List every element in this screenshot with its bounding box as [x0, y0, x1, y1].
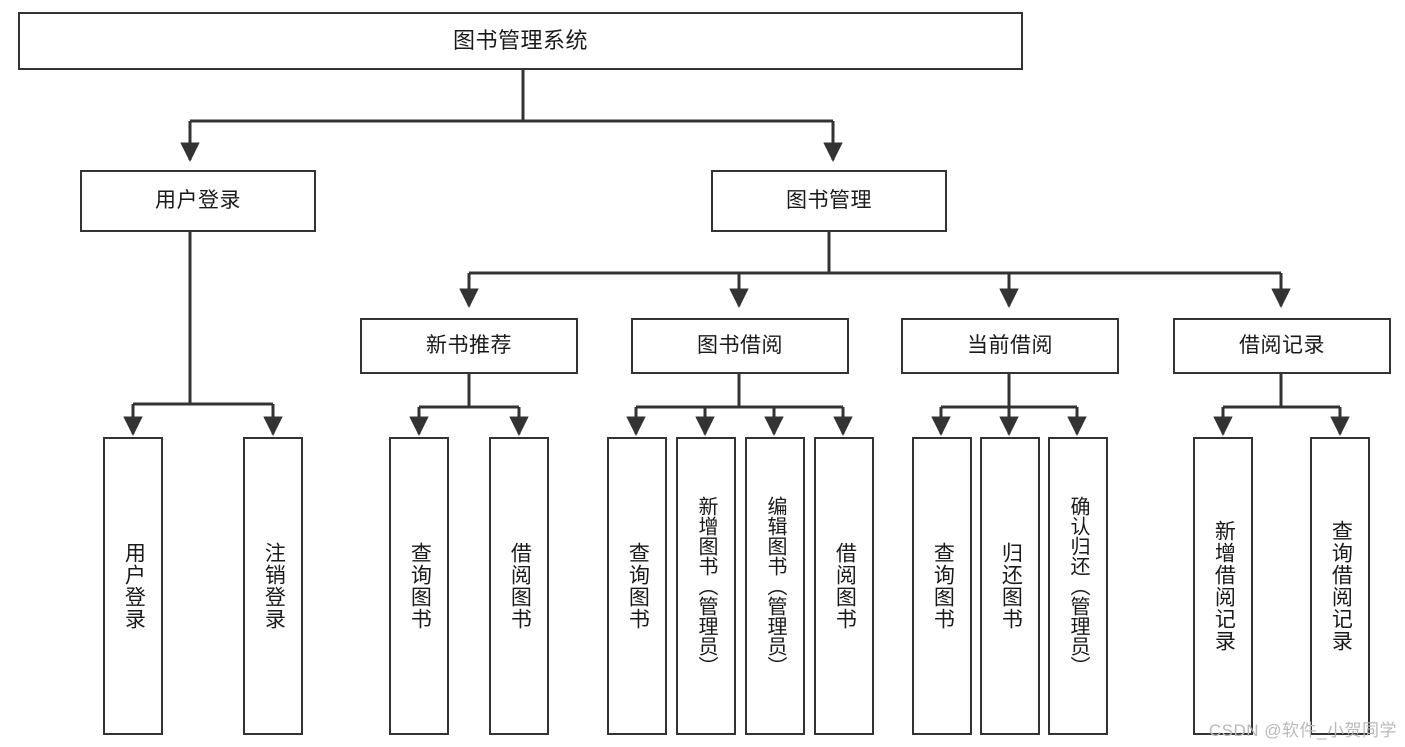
node-label: 查询图书: [931, 542, 955, 630]
node-label: 当前借阅: [967, 334, 1053, 358]
node-label: 查询图书: [626, 542, 650, 630]
leaf-query-books-current[interactable]: 查询图书: [912, 437, 972, 735]
node-root-system[interactable]: 图书管理系统: [18, 12, 1023, 70]
leaf-logout[interactable]: 注销登录: [243, 437, 303, 735]
node-label: 注销登录: [262, 542, 286, 630]
leaf-confirm-return-admin[interactable]: 确认归还（管理员）: [1048, 437, 1108, 735]
node-book-management[interactable]: 图书管理: [711, 170, 947, 232]
node-label: 新书推荐: [426, 334, 512, 358]
node-label: 确认归还（管理员）: [1067, 496, 1089, 676]
node-user-login[interactable]: 用户登录: [80, 170, 316, 232]
node-label: 图书管理系统: [452, 27, 588, 53]
leaf-query-borrow-record[interactable]: 查询借阅记录: [1310, 437, 1370, 735]
node-label: 图书借阅: [697, 334, 783, 358]
node-label: 新增图书（管理员）: [695, 496, 717, 676]
node-label: 查询借阅记录: [1329, 520, 1353, 652]
leaf-borrow-books[interactable]: 借阅图书: [814, 437, 874, 735]
node-current-borrow[interactable]: 当前借阅: [901, 318, 1119, 374]
leaf-edit-book-admin[interactable]: 编辑图书（管理员）: [745, 437, 805, 735]
node-label: 借阅记录: [1239, 334, 1325, 358]
node-label: 归还图书: [999, 542, 1023, 630]
node-label: 借阅图书: [833, 542, 857, 630]
node-borrow-records[interactable]: 借阅记录: [1173, 318, 1391, 374]
node-label: 查询图书: [408, 542, 432, 630]
leaf-add-book-admin[interactable]: 新增图书（管理员）: [676, 437, 736, 735]
node-new-book-recommend[interactable]: 新书推荐: [360, 318, 578, 374]
node-label: 新增借阅记录: [1212, 520, 1236, 652]
leaf-borrow-books-recommend[interactable]: 借阅图书: [489, 437, 549, 735]
node-label: 用户登录: [122, 542, 146, 630]
node-label: 图书管理: [786, 189, 872, 213]
leaf-return-books[interactable]: 归还图书: [980, 437, 1040, 735]
leaf-add-borrow-record[interactable]: 新增借阅记录: [1193, 437, 1253, 735]
node-label: 用户登录: [155, 189, 241, 213]
node-label: 借阅图书: [508, 542, 532, 630]
leaf-query-books-borrow[interactable]: 查询图书: [607, 437, 667, 735]
csdn-watermark: CSDN @软件_小贺同学: [1208, 721, 1397, 740]
node-label: 编辑图书（管理员）: [764, 496, 786, 676]
leaf-user-login[interactable]: 用户登录: [103, 437, 163, 735]
leaf-query-books-recommend[interactable]: 查询图书: [389, 437, 449, 735]
node-book-borrow[interactable]: 图书借阅: [631, 318, 849, 374]
